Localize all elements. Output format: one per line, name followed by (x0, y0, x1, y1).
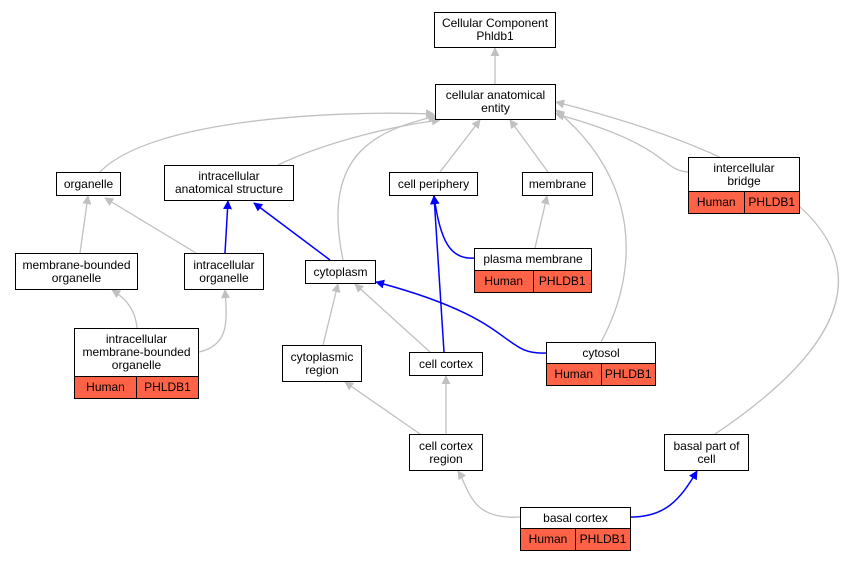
node-cortex[interactable]: cell cortex (409, 352, 483, 376)
node-organelle[interactable]: organelle (56, 172, 121, 196)
gene-label: PHLDB1 (600, 364, 656, 385)
gene-label: PHLDB1 (743, 192, 800, 213)
edge-cregion-to-cytoplasm (322, 283, 341, 346)
node-label: intracellular organelle (193, 257, 255, 285)
edge-imbo-to-io (198, 289, 231, 353)
node-label: Cellular Component Phldb1 (441, 16, 549, 43)
node-label: basal cortex (543, 510, 608, 525)
node-label: membrane-bounded organelle (22, 257, 131, 285)
node-periphery[interactable]: cell periphery (389, 172, 478, 196)
node-ccregion[interactable]: cell cortex region (409, 434, 483, 471)
edge-cytosol-to-cytoplasm (375, 279, 547, 354)
species-label: Human (528, 532, 568, 546)
gene-label: PHLDB1 (575, 529, 630, 550)
annotation-row: Human PHLDB1 (521, 528, 630, 550)
gene-label: PHLDB1 (136, 377, 198, 398)
edge-ias-to-cae (277, 116, 441, 166)
edge-basalcortex-to-basalpart (630, 470, 698, 518)
node-cytoplasm[interactable]: cytoplasm (305, 260, 376, 284)
node-label: cell cortex (418, 356, 474, 371)
node-label: cytoplasmic region (290, 349, 354, 377)
node-label: intercellular bridge (713, 160, 775, 188)
node-ias[interactable]: intracellular anatomical structure (164, 165, 294, 201)
species-label: Human (554, 367, 594, 381)
edge-basalpart-to-cae (555, 99, 839, 435)
edge-imbo-to-mbo (111, 289, 138, 329)
gene-label: PHLDB1 (532, 271, 592, 292)
edge-periphery-to-cae (439, 119, 481, 173)
edge-ccregion-to-cregion (344, 381, 421, 435)
annotation-row: Human PHLDB1 (547, 363, 655, 385)
edge-io-to-ias (223, 200, 233, 254)
node-root[interactable]: Cellular Component Phldb1 (434, 12, 556, 48)
node-cregion[interactable]: cytoplasmic region (282, 345, 362, 382)
node-label: organelle (63, 176, 114, 191)
node-io[interactable]: intracellular organelle (184, 253, 264, 290)
species-label: Human (484, 274, 524, 288)
node-basalpart[interactable]: basal part of cell (664, 434, 749, 471)
edge-membrane-to-cae (509, 119, 549, 173)
node-cae[interactable]: cellular anatomical entity (435, 84, 556, 120)
node-imbo[interactable]: intracellular membrane-bounded organelle… (74, 328, 199, 399)
edge-mbo-to-organelle (79, 195, 92, 254)
node-label: cytoplasm (313, 264, 368, 279)
edge-pm-to-periphery (430, 195, 475, 259)
edge-cytosol-to-cae (555, 109, 627, 343)
node-mbo[interactable]: membrane-bounded organelle (15, 253, 138, 290)
edge-basalcortex-to-ccregion (457, 470, 521, 518)
edge-cytoplasm-to-ias (253, 202, 331, 261)
edge-pm-to-membrane (534, 195, 550, 249)
node-membrane[interactable]: membrane (522, 172, 593, 196)
species-label: Human (696, 195, 736, 209)
edge-organelle-to-cae (99, 109, 435, 173)
edge-io-to-organelle (104, 197, 197, 254)
node-label: cell cortex region (418, 438, 474, 466)
node-label: plasma membrane (483, 252, 583, 266)
node-label: cell periphery (397, 176, 470, 191)
annotation-row: Human PHLDB1 (75, 376, 198, 398)
node-label: basal part of cell (673, 438, 740, 466)
edge-bridge-to-cae (555, 111, 689, 173)
annotation-row: Human PHLDB1 (689, 191, 799, 213)
edge-cortex-to-periphery (430, 195, 445, 353)
annotation-row: Human PHLDB1 (475, 270, 591, 292)
species-label: Human (86, 380, 125, 394)
node-label: membrane (528, 176, 587, 191)
edge-cytoplasm-to-cae (337, 113, 437, 261)
edge-cortex-to-cytoplasm (354, 283, 431, 353)
node-label: cellular anatomical entity (445, 88, 546, 115)
node-label: intracellular membrane-bounded organelle (82, 332, 191, 372)
node-label: cytosol (582, 345, 620, 360)
node-label: intracellular anatomical structure (174, 169, 284, 196)
